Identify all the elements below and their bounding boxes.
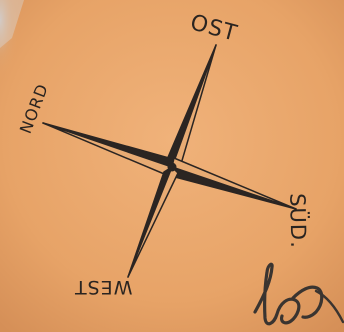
- east-needle-light: [172, 45, 216, 167]
- handwritten-scribble: [247, 254, 344, 332]
- east-needle: [166, 45, 216, 167]
- south-needle-light: [172, 158, 296, 209]
- north-needle-light: [43, 123, 172, 176]
- label-sued: SÜD.: [285, 193, 310, 249]
- label-west: WEST: [74, 276, 132, 298]
- west-needle-light: [128, 167, 178, 277]
- compass-center: [168, 163, 177, 172]
